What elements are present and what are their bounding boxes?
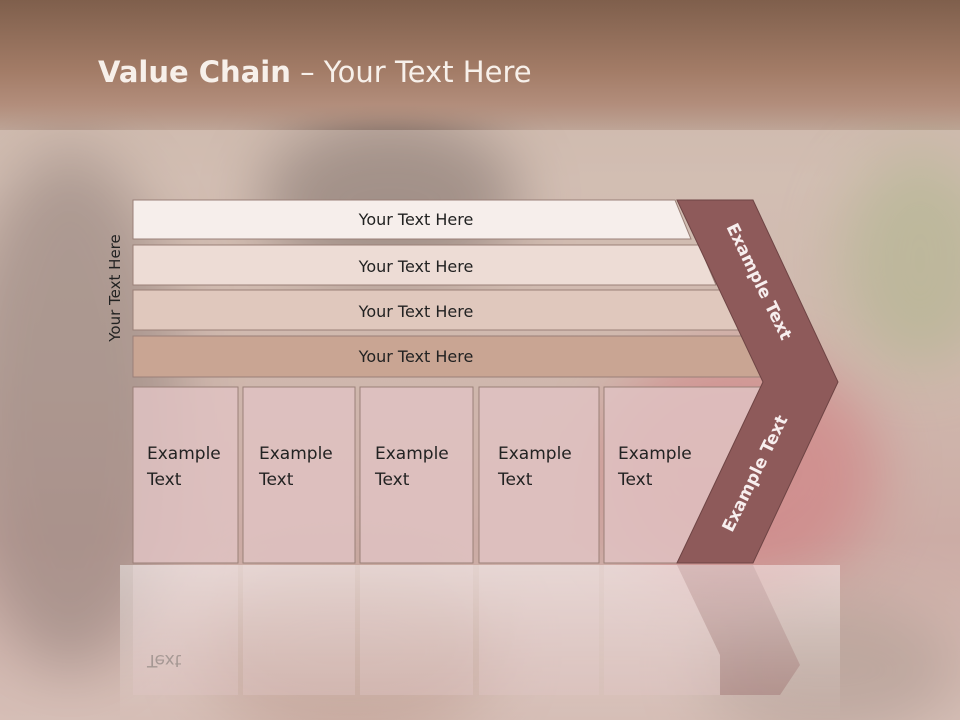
row-label-1: Your Text Here: [358, 210, 474, 229]
row-label-2: Your Text Here: [358, 257, 474, 276]
row-bar-1: [132, 199, 692, 240]
column-3-line-2: Text: [374, 470, 410, 490]
column-box-1: [132, 386, 239, 564]
reflection-fade: [120, 565, 840, 720]
title-bar: [0, 0, 960, 130]
column-3-line-1: Example: [375, 444, 449, 464]
column-box-2: [242, 386, 356, 564]
title-bold: Value Chain: [98, 55, 291, 89]
chevron-arrow: [676, 199, 839, 564]
column-2-line-2: Text: [258, 470, 294, 490]
title-rest: – Your Text Here: [290, 55, 532, 89]
column-4-line-2: Text: [497, 470, 533, 490]
page-title: Value Chain – Your Text Here: [98, 55, 532, 89]
column-2-line-1: Example: [259, 444, 333, 464]
row-label-4: Your Text Here: [358, 347, 474, 366]
column-5-line-1: Example: [618, 444, 692, 464]
row-label-3: Your Text Here: [358, 302, 474, 321]
column-4-line-1: Example: [498, 444, 572, 464]
bg-shape: [840, 150, 960, 370]
column-1-line-2: Text: [146, 470, 182, 490]
column-5-line-2: Text: [617, 470, 653, 490]
column-box-3: [359, 386, 474, 564]
column-1-line-1: Example: [147, 444, 221, 464]
column-box-4: [478, 386, 600, 564]
row-bar-2: [132, 244, 717, 286]
